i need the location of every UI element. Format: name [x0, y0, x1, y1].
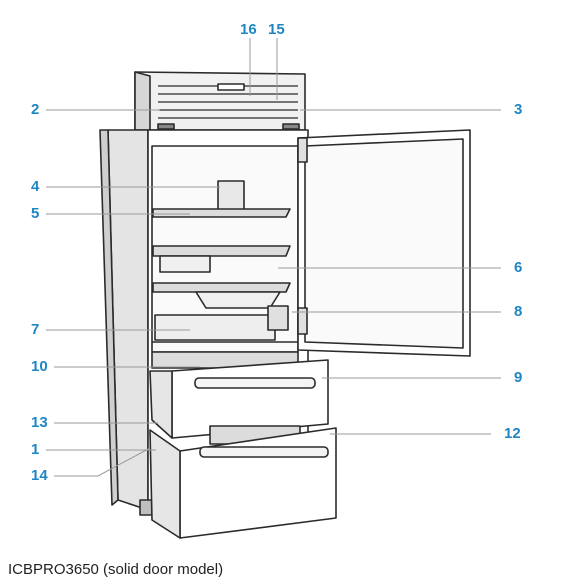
callout-13: 13 — [31, 414, 48, 431]
callout-4: 4 — [31, 178, 40, 195]
callout-1: 1 — [31, 441, 40, 458]
shelf-lower — [152, 282, 291, 293]
right-grille-tab — [282, 123, 300, 130]
lower-drawer-handle — [199, 446, 329, 458]
crisper-drawer — [154, 314, 276, 341]
air-tower — [217, 180, 245, 212]
callout-6: 6 — [514, 259, 523, 276]
left-grille-tab — [157, 123, 175, 130]
grille-housing — [134, 71, 306, 131]
callout-5: 5 — [31, 205, 40, 222]
callout-14: 14 — [31, 467, 48, 484]
callout-7: 7 — [31, 321, 40, 338]
shelf-middle — [152, 245, 291, 257]
callout-3: 3 — [514, 101, 523, 118]
bin-middle — [159, 255, 211, 273]
upper-drawer-handle — [194, 377, 316, 389]
leader-lines — [46, 38, 501, 477]
callout-12: 12 — [504, 425, 521, 442]
shelf-upper — [152, 208, 291, 218]
grille-vents — [158, 85, 298, 119]
callout-16: 16 — [240, 21, 257, 38]
callout-2: 2 — [31, 101, 40, 118]
door-hinge-bottom — [297, 307, 308, 335]
callout-15: 15 — [268, 21, 285, 38]
diagram-caption: ICBPRO3650 (solid door model) — [8, 561, 224, 578]
interior-light — [267, 305, 289, 331]
door-hinge-top — [297, 137, 308, 163]
callout-10: 10 — [31, 358, 48, 375]
grille-badge — [217, 83, 245, 91]
callout-9: 9 — [514, 369, 523, 386]
callout-8: 8 — [514, 303, 523, 320]
